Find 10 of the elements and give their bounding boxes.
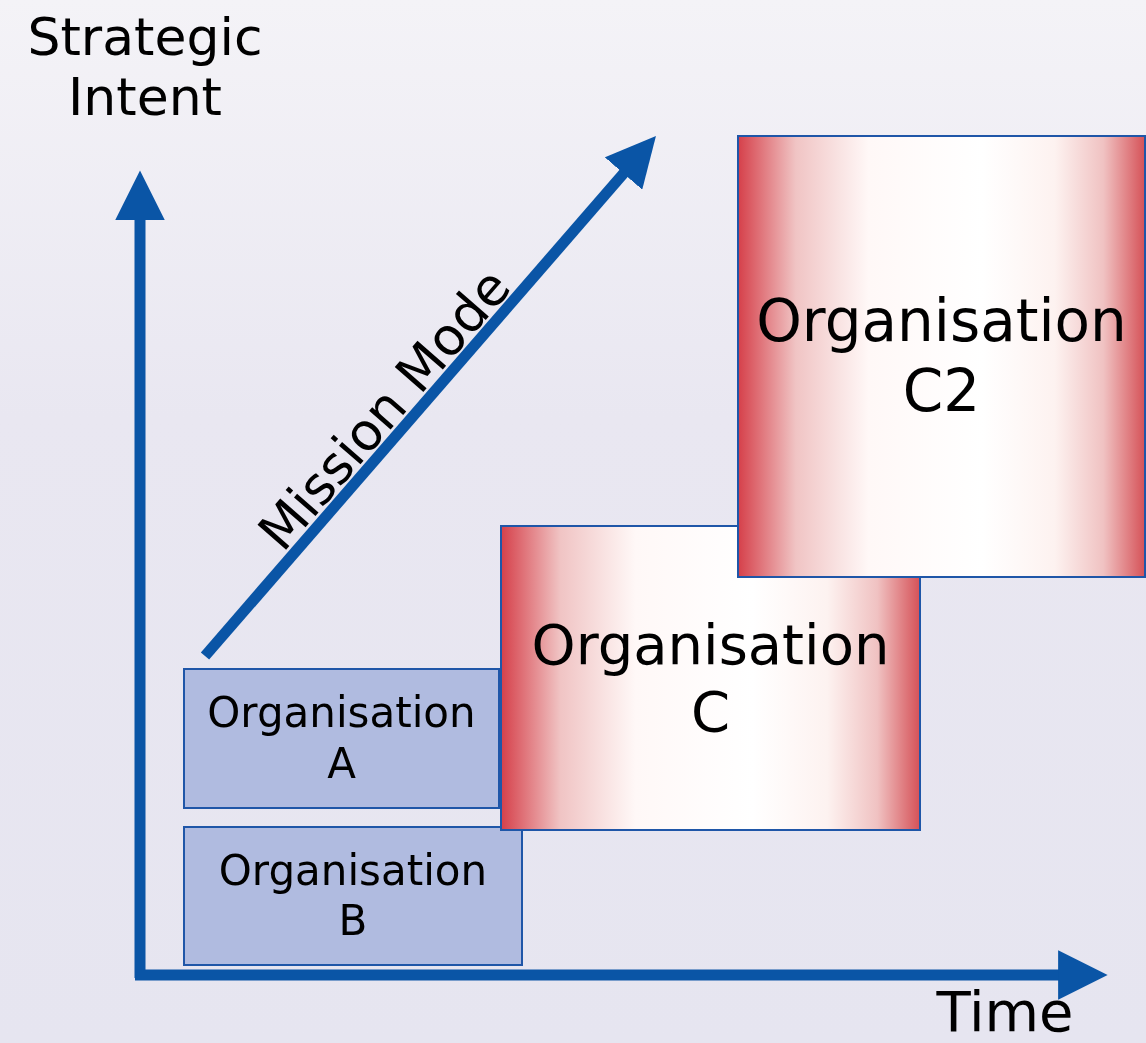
organisation-panel — [500, 525, 921, 831]
axis-title: Time — [935, 980, 1075, 1043]
box-label: Organisation B — [217, 845, 489, 947]
organisation-box — [183, 826, 523, 966]
box-label: Organisation A — [206, 688, 477, 789]
organisation-box — [183, 668, 500, 809]
axis-title: Strategic Intent — [26, 8, 264, 128]
organisation-panel — [737, 135, 1146, 578]
box-label: Organisation C — [530, 610, 891, 746]
box-label: Organisation C2 — [755, 286, 1128, 427]
